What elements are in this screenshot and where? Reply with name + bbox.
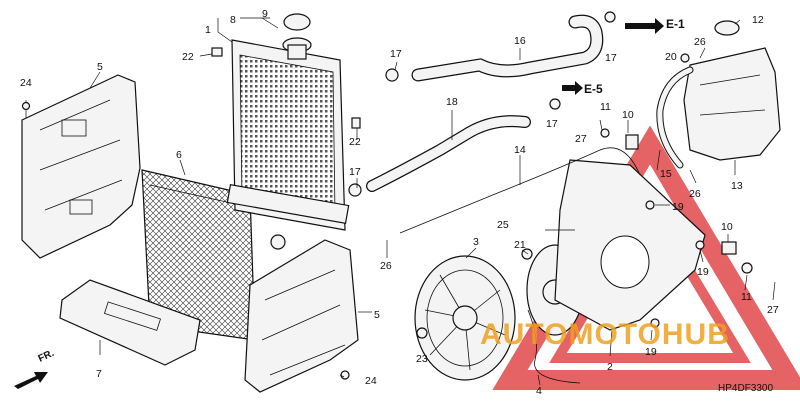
callout-19-a: 19 <box>672 201 684 213</box>
callout-5-left: 5 <box>97 61 103 73</box>
callout-14: 14 <box>514 144 526 156</box>
watermark-label: AUTOMOTOHUB <box>480 318 730 351</box>
ref-e5-label: E-5 <box>584 82 603 96</box>
callout-6: 6 <box>176 149 182 161</box>
callout-27-a: 27 <box>575 133 587 145</box>
front-arrow-label: FR. <box>37 348 56 365</box>
fan-wire <box>527 309 581 384</box>
callout-11-top: 11 <box>600 101 611 113</box>
callout-16: 16 <box>514 35 526 47</box>
leader-lines <box>89 17 776 386</box>
radiator-cap <box>282 13 312 60</box>
callout-17-a: 17 <box>390 48 402 60</box>
callout-18: 18 <box>446 96 458 108</box>
callout-23: 23 <box>416 353 428 365</box>
callout-26-a: 26 <box>694 36 706 48</box>
callout-10-right: 10 <box>721 221 733 233</box>
callout-24-a: 24 <box>20 77 32 89</box>
callout-17-d: 17 <box>605 52 617 64</box>
callout-2: 2 <box>607 361 613 373</box>
callout-21: 21 <box>514 239 526 251</box>
right-shroud <box>244 239 359 393</box>
bolt-24-left <box>21 101 31 111</box>
upper-hose <box>366 115 531 192</box>
overflow-hose <box>656 66 694 169</box>
front-arrow: FR. <box>14 348 56 389</box>
callout-8: 8 <box>230 14 236 26</box>
callout-4: 4 <box>536 385 542 397</box>
callout-9: 9 <box>262 8 268 20</box>
ref-e1: E-1 <box>625 17 685 34</box>
callout-5-right: 5 <box>374 309 380 321</box>
callout-3: 3 <box>473 236 479 248</box>
callouts: 1 2 3 4 5 5 6 7 8 9 10 10 11 11 12 13 14… <box>20 8 779 397</box>
lower-hose <box>411 14 604 82</box>
ref-e1-label: E-1 <box>666 17 685 31</box>
callout-12: 12 <box>752 14 764 26</box>
callout-19-c: 19 <box>645 346 657 358</box>
callout-7: 7 <box>96 368 102 380</box>
watermark-text: AUTOMOTOHUB <box>480 318 730 351</box>
diagram-code: HP4DF3300 <box>718 383 773 394</box>
radiator <box>226 39 350 231</box>
left-shroud <box>21 74 141 259</box>
callout-26-b: 26 <box>689 188 701 200</box>
callout-10-top: 10 <box>622 109 634 121</box>
clamps <box>211 11 753 380</box>
callout-20: 20 <box>665 51 677 63</box>
callout-1: 1 <box>205 24 211 36</box>
callout-22-a: 22 <box>182 51 194 63</box>
reserve-tank <box>683 20 781 161</box>
callout-25: 25 <box>497 219 509 231</box>
callout-13: 13 <box>731 180 743 192</box>
callout-24-b: 24 <box>365 375 377 387</box>
callout-15: 15 <box>660 168 672 180</box>
callout-11-right: 11 <box>741 291 752 303</box>
callout-26-c: 26 <box>380 260 392 272</box>
siphon-tube <box>399 147 641 234</box>
callout-17-b: 17 <box>349 166 361 178</box>
callout-22-b: 22 <box>349 136 361 148</box>
callout-27-b: 27 <box>767 304 779 316</box>
lower-cover <box>59 279 201 366</box>
callout-17-c: 17 <box>546 118 558 130</box>
fan-bracket <box>554 159 706 331</box>
ref-e5: E-5 <box>562 81 603 96</box>
callout-19-b: 19 <box>697 266 709 278</box>
